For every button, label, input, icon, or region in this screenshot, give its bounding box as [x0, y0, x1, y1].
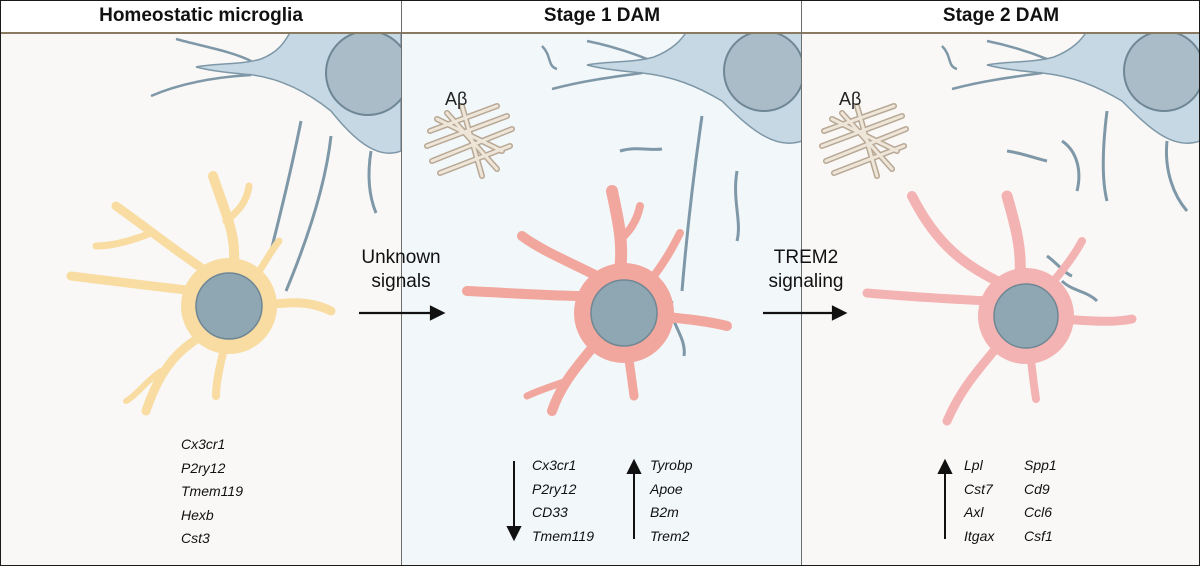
- neuron-fragment: [941, 45, 958, 71]
- panel-homeostatic: Homeostatic microglia Cx3cr1 P2ry12 Tmem…: [1, 1, 401, 565]
- microglia-stage2: [862, 190, 1137, 426]
- gene-label: Cx3cr1: [181, 436, 226, 452]
- gene-list-up-col2: Spp1 Cd9 Ccl6 Csf1: [1024, 454, 1057, 548]
- neuron-process: [150, 73, 252, 98]
- microglia-nucleus: [993, 283, 1059, 349]
- panel-title: Homeostatic microglia: [1, 1, 401, 34]
- transition-label-2: TREM2 signaling: [746, 246, 866, 294]
- amyloid-label: Aβ: [445, 89, 468, 109]
- panel-stage1-dam: Stage 1 DAM Aβ Cx3cr1 P2ry12 CD33 Tmem11…: [401, 1, 802, 565]
- neuron: [150, 30, 401, 292]
- neuron-fragment: [1060, 279, 1099, 303]
- gene-label: Tyrobp: [650, 457, 693, 473]
- down-arrow-head: [506, 526, 522, 542]
- gene-list-down: Cx3cr1 P2ry12 CD33 Tmem119: [532, 454, 594, 548]
- gene-label: Csf1: [1024, 527, 1053, 544]
- gene-label: Cd9: [1024, 480, 1050, 497]
- neuron-process: [986, 39, 1048, 61]
- gene-label: Itgax: [964, 527, 995, 544]
- gene-label: Lpl: [964, 457, 983, 473]
- gene-label: Tmem119: [181, 483, 243, 499]
- neuron-fragment: [1006, 149, 1048, 163]
- microglia-nucleus: [195, 272, 263, 340]
- panel-title: Stage 2 DAM: [802, 1, 1199, 34]
- transition-arrow-2-head: [831, 305, 848, 321]
- gene-label: Spp1: [1024, 457, 1057, 473]
- neuron-fragment: [1061, 139, 1081, 192]
- gene-label: Cx3cr1: [532, 457, 577, 473]
- gene-label: Ccl6: [1024, 504, 1053, 520]
- gene-direction-arrows: [937, 458, 953, 539]
- transition-arrow-1-head: [429, 305, 446, 321]
- neuron-fragment: [619, 147, 663, 153]
- neuron-process: [586, 39, 648, 61]
- panel-stage1-art: [424, 30, 802, 542]
- neuron-process: [1164, 140, 1189, 212]
- neuron-process: [367, 150, 378, 214]
- neuron-fragment: [541, 45, 558, 71]
- transition-label-1: Unknown signals: [341, 246, 461, 294]
- transition-label-line: signals: [371, 271, 431, 292]
- microglia-nucleus: [590, 279, 658, 347]
- neuron-process: [951, 71, 1043, 91]
- neuron-process: [551, 71, 643, 91]
- gene-list-homeostatic: Cx3cr1 P2ry12 Tmem119 Hexb Cst3: [181, 433, 243, 551]
- gene-label: P2ry12: [181, 459, 226, 476]
- neuron-process: [1101, 110, 1109, 202]
- neuron: [541, 30, 802, 357]
- up-arrow-head: [626, 458, 642, 474]
- gene-label: Trem2: [650, 527, 690, 544]
- neuron-process: [269, 120, 303, 252]
- gene-direction-arrows: [506, 458, 642, 542]
- up-arrow-head: [937, 458, 953, 474]
- amyloid-plaque-highlight: [425, 104, 514, 178]
- neuron-process: [284, 135, 333, 292]
- panel-homeostatic-art: [66, 30, 401, 416]
- gene-label: Tmem119: [532, 527, 594, 544]
- gene-label: CD33: [532, 504, 568, 520]
- gene-label: Cst7: [964, 480, 993, 497]
- gene-label: Cst3: [181, 530, 210, 546]
- transition-label-line: signaling: [768, 271, 844, 292]
- transition-label-line: Unknown: [361, 247, 441, 268]
- gene-label: Axl: [964, 504, 984, 520]
- amyloid-plaque-highlight: [820, 104, 908, 178]
- gene-label: P2ry12: [532, 480, 577, 497]
- amyloid-label: Aβ: [839, 89, 862, 109]
- panel-title: Stage 1 DAM: [402, 1, 802, 34]
- gene-list-up: Tyrobp Apoe B2m Trem2: [650, 454, 693, 548]
- panel-stage2-dam: Stage 2 DAM Aβ Lpl Cst7 Axl Itgax Spp1 C…: [801, 1, 1199, 565]
- neuron-process: [175, 37, 252, 63]
- neuron-fragment: [734, 170, 740, 242]
- microglia-homeostatic: [66, 171, 336, 416]
- gene-label: Apoe: [650, 480, 683, 497]
- panel-stage2-art: [819, 30, 1199, 539]
- neuron-process: [680, 115, 704, 292]
- gene-label: Hexb: [181, 506, 214, 523]
- transition-label-line: TREM2: [773, 247, 839, 268]
- microglia-stage1: [462, 185, 732, 416]
- gene-list-up-col1: Lpl Cst7 Axl Itgax: [964, 454, 994, 548]
- gene-label: B2m: [650, 504, 679, 520]
